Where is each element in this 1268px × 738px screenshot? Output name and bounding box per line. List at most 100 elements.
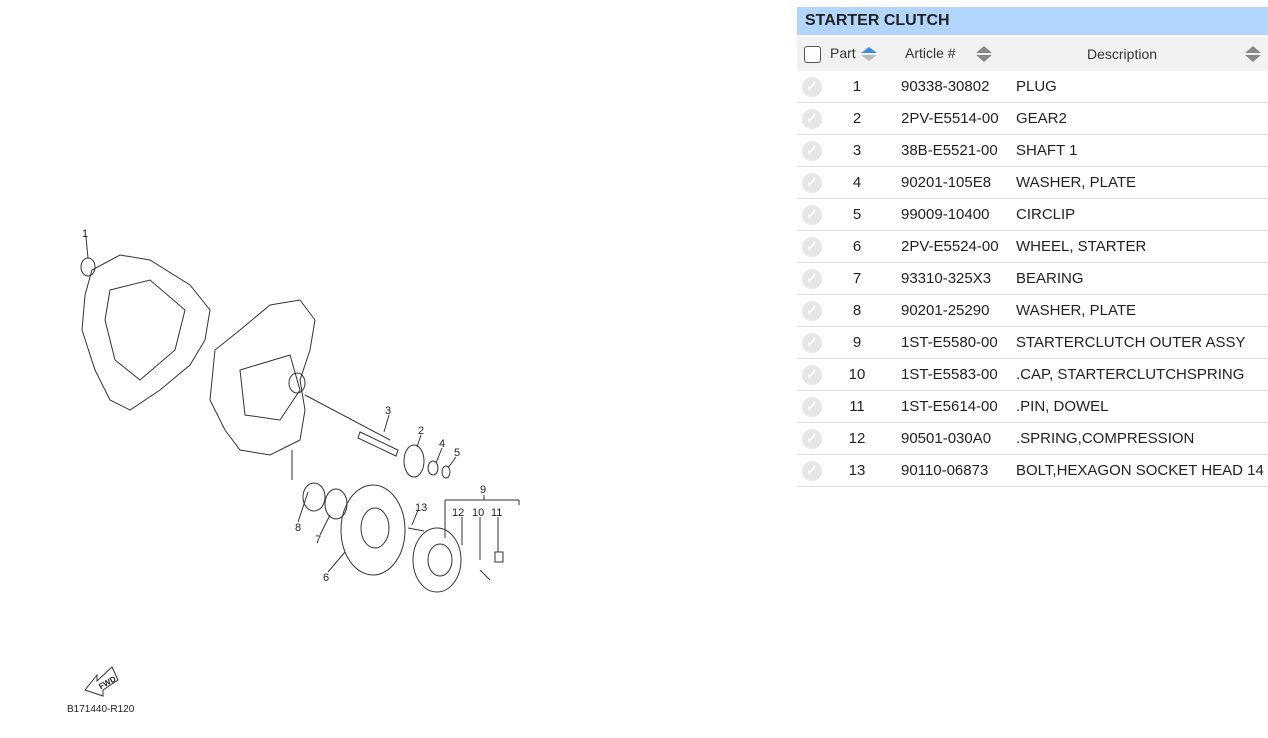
row-check-icon[interactable]: ✓ xyxy=(802,76,822,97)
article-number: 99009-10400 xyxy=(901,206,990,223)
bearing-part xyxy=(324,488,348,520)
row-check-icon[interactable]: ✓ xyxy=(802,300,822,321)
table-row[interactable]: ✓ 2 2PV-E5514-00 GEAR2 xyxy=(797,103,1268,135)
row-check-icon[interactable]: ✓ xyxy=(802,396,822,417)
part-number: 11 xyxy=(849,398,865,415)
part-number: 6 xyxy=(852,238,862,255)
crankcase-cover xyxy=(81,254,211,411)
part-number: 12 xyxy=(848,430,866,447)
sort-article-header[interactable]: Article # xyxy=(905,45,993,63)
part-number: 2 xyxy=(852,110,862,127)
part-description: WHEEL, STARTER xyxy=(1016,238,1147,255)
callout-13: 13 xyxy=(415,502,427,514)
row-check-icon[interactable]: ✓ xyxy=(802,332,822,353)
article-number: 1ST-E5580-00 xyxy=(901,334,998,351)
table-row[interactable]: ✓ 8 90201-25290 WASHER, PLATE xyxy=(797,295,1268,327)
row-check-icon[interactable]: ✓ xyxy=(802,236,822,257)
row-check-icon[interactable]: ✓ xyxy=(802,172,822,193)
part-description: CIRCLIP xyxy=(1016,206,1076,223)
part-number: 10 xyxy=(848,366,866,383)
part-description: BOLT,HEXAGON SOCKET HEAD 14 xyxy=(1016,462,1264,479)
table-row[interactable]: ✓ 6 2PV-E5524-00 WHEEL, STARTER xyxy=(797,231,1268,263)
article-number: 90338-30802 xyxy=(901,78,990,95)
article-header-label: Article # xyxy=(905,44,956,61)
article-number: 90201-105E8 xyxy=(901,174,992,191)
article-number: 90201-25290 xyxy=(901,302,990,319)
article-number: 38B-E5521-00 xyxy=(901,142,998,159)
part-number: 13 xyxy=(848,462,866,479)
part-number: 4 xyxy=(852,174,862,191)
article-number: 90501-030A0 xyxy=(901,430,992,447)
part-description: BEARING xyxy=(1016,270,1084,287)
table-row[interactable]: ✓ 13 90110-06873 BOLT,HEXAGON SOCKET HEA… xyxy=(797,455,1268,487)
part-description: .PIN, DOWEL xyxy=(1016,398,1109,415)
part-description: PLUG xyxy=(1016,78,1057,95)
table-row[interactable]: ✓ 10 1ST-E5583-00 .CAP, STARTERCLUTCHSPR… xyxy=(797,359,1268,391)
callout-8: 8 xyxy=(295,522,301,534)
part-number: 1 xyxy=(852,78,862,95)
table-row[interactable]: ✓ 4 90201-105E8 WASHER, PLATE xyxy=(797,167,1268,199)
select-all-checkbox[interactable] xyxy=(804,45,821,63)
callout-7: 7 xyxy=(315,534,321,546)
part-number: 3 xyxy=(852,142,862,159)
parts-list-panel: STARTER CLUTCH Part Article # Descriptio… xyxy=(797,7,1268,487)
table-header: Part Article # Description xyxy=(797,37,1268,71)
callout-10: 10 xyxy=(472,507,484,519)
part-description: STARTERCLUTCH OUTER ASSY xyxy=(1016,334,1246,351)
part-description: GEAR2 xyxy=(1016,110,1067,127)
callout-1: 1 xyxy=(82,228,88,240)
part-description: .SPRING,COMPRESSION xyxy=(1016,430,1195,447)
article-number: 2PV-E5524-00 xyxy=(901,238,999,255)
part-number: 9 xyxy=(852,334,862,351)
panel-title: STARTER CLUTCH xyxy=(797,7,1268,35)
row-check-icon[interactable]: ✓ xyxy=(802,460,822,481)
part-description: SHAFT 1 xyxy=(1016,142,1078,159)
callout-11: 11 xyxy=(491,507,502,519)
part-number: 8 xyxy=(852,302,862,319)
parts-diagram: 1 2 3 4 5 6 7 8 9 10 11 12 13 FWD B17144… xyxy=(67,228,520,715)
row-check-icon[interactable]: ✓ xyxy=(802,140,822,161)
article-number: 90110-06873 xyxy=(901,462,989,479)
callout-6: 6 xyxy=(323,572,329,584)
table-row[interactable]: ✓ 3 38B-E5521-00 SHAFT 1 xyxy=(797,135,1268,167)
description-header-label[interactable]: Description xyxy=(1087,46,1158,62)
sort-part-header[interactable]: Part xyxy=(830,45,878,63)
row-check-icon[interactable]: ✓ xyxy=(802,204,822,225)
diagram-code: B171440-R120 xyxy=(67,704,135,715)
plug-part xyxy=(80,257,96,277)
article-number: 1ST-E5583-00 xyxy=(901,366,998,383)
part-number: 7 xyxy=(852,270,862,287)
sort-icon xyxy=(976,46,993,63)
part-description: .CAP, STARTERCLUTCHSPRING xyxy=(1016,366,1245,383)
callout-12: 12 xyxy=(452,507,464,519)
fwd-arrow-icon: FWD xyxy=(84,666,119,697)
part-number: 5 xyxy=(852,206,862,223)
part-description: WASHER, PLATE xyxy=(1016,302,1137,319)
crankcase xyxy=(209,299,316,456)
table-row[interactable]: ✓ 1 90338-30802 PLUG xyxy=(797,71,1268,103)
row-check-icon[interactable]: ✓ xyxy=(802,268,822,289)
sort-icon[interactable] xyxy=(1244,45,1262,63)
callout-2: 2 xyxy=(418,425,424,437)
washer-part xyxy=(302,482,326,512)
row-check-icon[interactable]: ✓ xyxy=(802,108,822,129)
callout-9: 9 xyxy=(480,484,486,496)
row-check-icon[interactable]: ✓ xyxy=(802,364,822,385)
table-row[interactable]: ✓ 9 1ST-E5580-00 STARTERCLUTCH OUTER ASS… xyxy=(797,327,1268,359)
exploded-view-drawing: 1 2 3 4 5 6 7 8 9 10 11 12 13 FWD B17144… xyxy=(67,228,520,715)
gear-part xyxy=(403,444,425,478)
clutch-outer-part xyxy=(412,527,462,593)
table-row[interactable]: ✓ 5 99009-10400 CIRCLIP xyxy=(797,199,1268,231)
article-number: 2PV-E5514-00 xyxy=(901,110,999,127)
starter-wheel-part xyxy=(340,484,406,576)
part-header-label: Part xyxy=(830,44,856,61)
part-description: WASHER, PLATE xyxy=(1016,174,1137,191)
shaft-part xyxy=(357,431,399,457)
callout-4: 4 xyxy=(439,438,445,450)
callout-3: 3 xyxy=(385,405,391,417)
article-number: 1ST-E5614-00 xyxy=(901,398,998,415)
table-row[interactable]: ✓ 12 90501-030A0 .SPRING,COMPRESSION xyxy=(797,423,1268,455)
table-row[interactable]: ✓ 11 1ST-E5614-00 .PIN, DOWEL xyxy=(797,391,1268,423)
row-check-icon[interactable]: ✓ xyxy=(802,428,822,449)
table-row[interactable]: ✓ 7 93310-325X3 BEARING xyxy=(797,263,1268,295)
